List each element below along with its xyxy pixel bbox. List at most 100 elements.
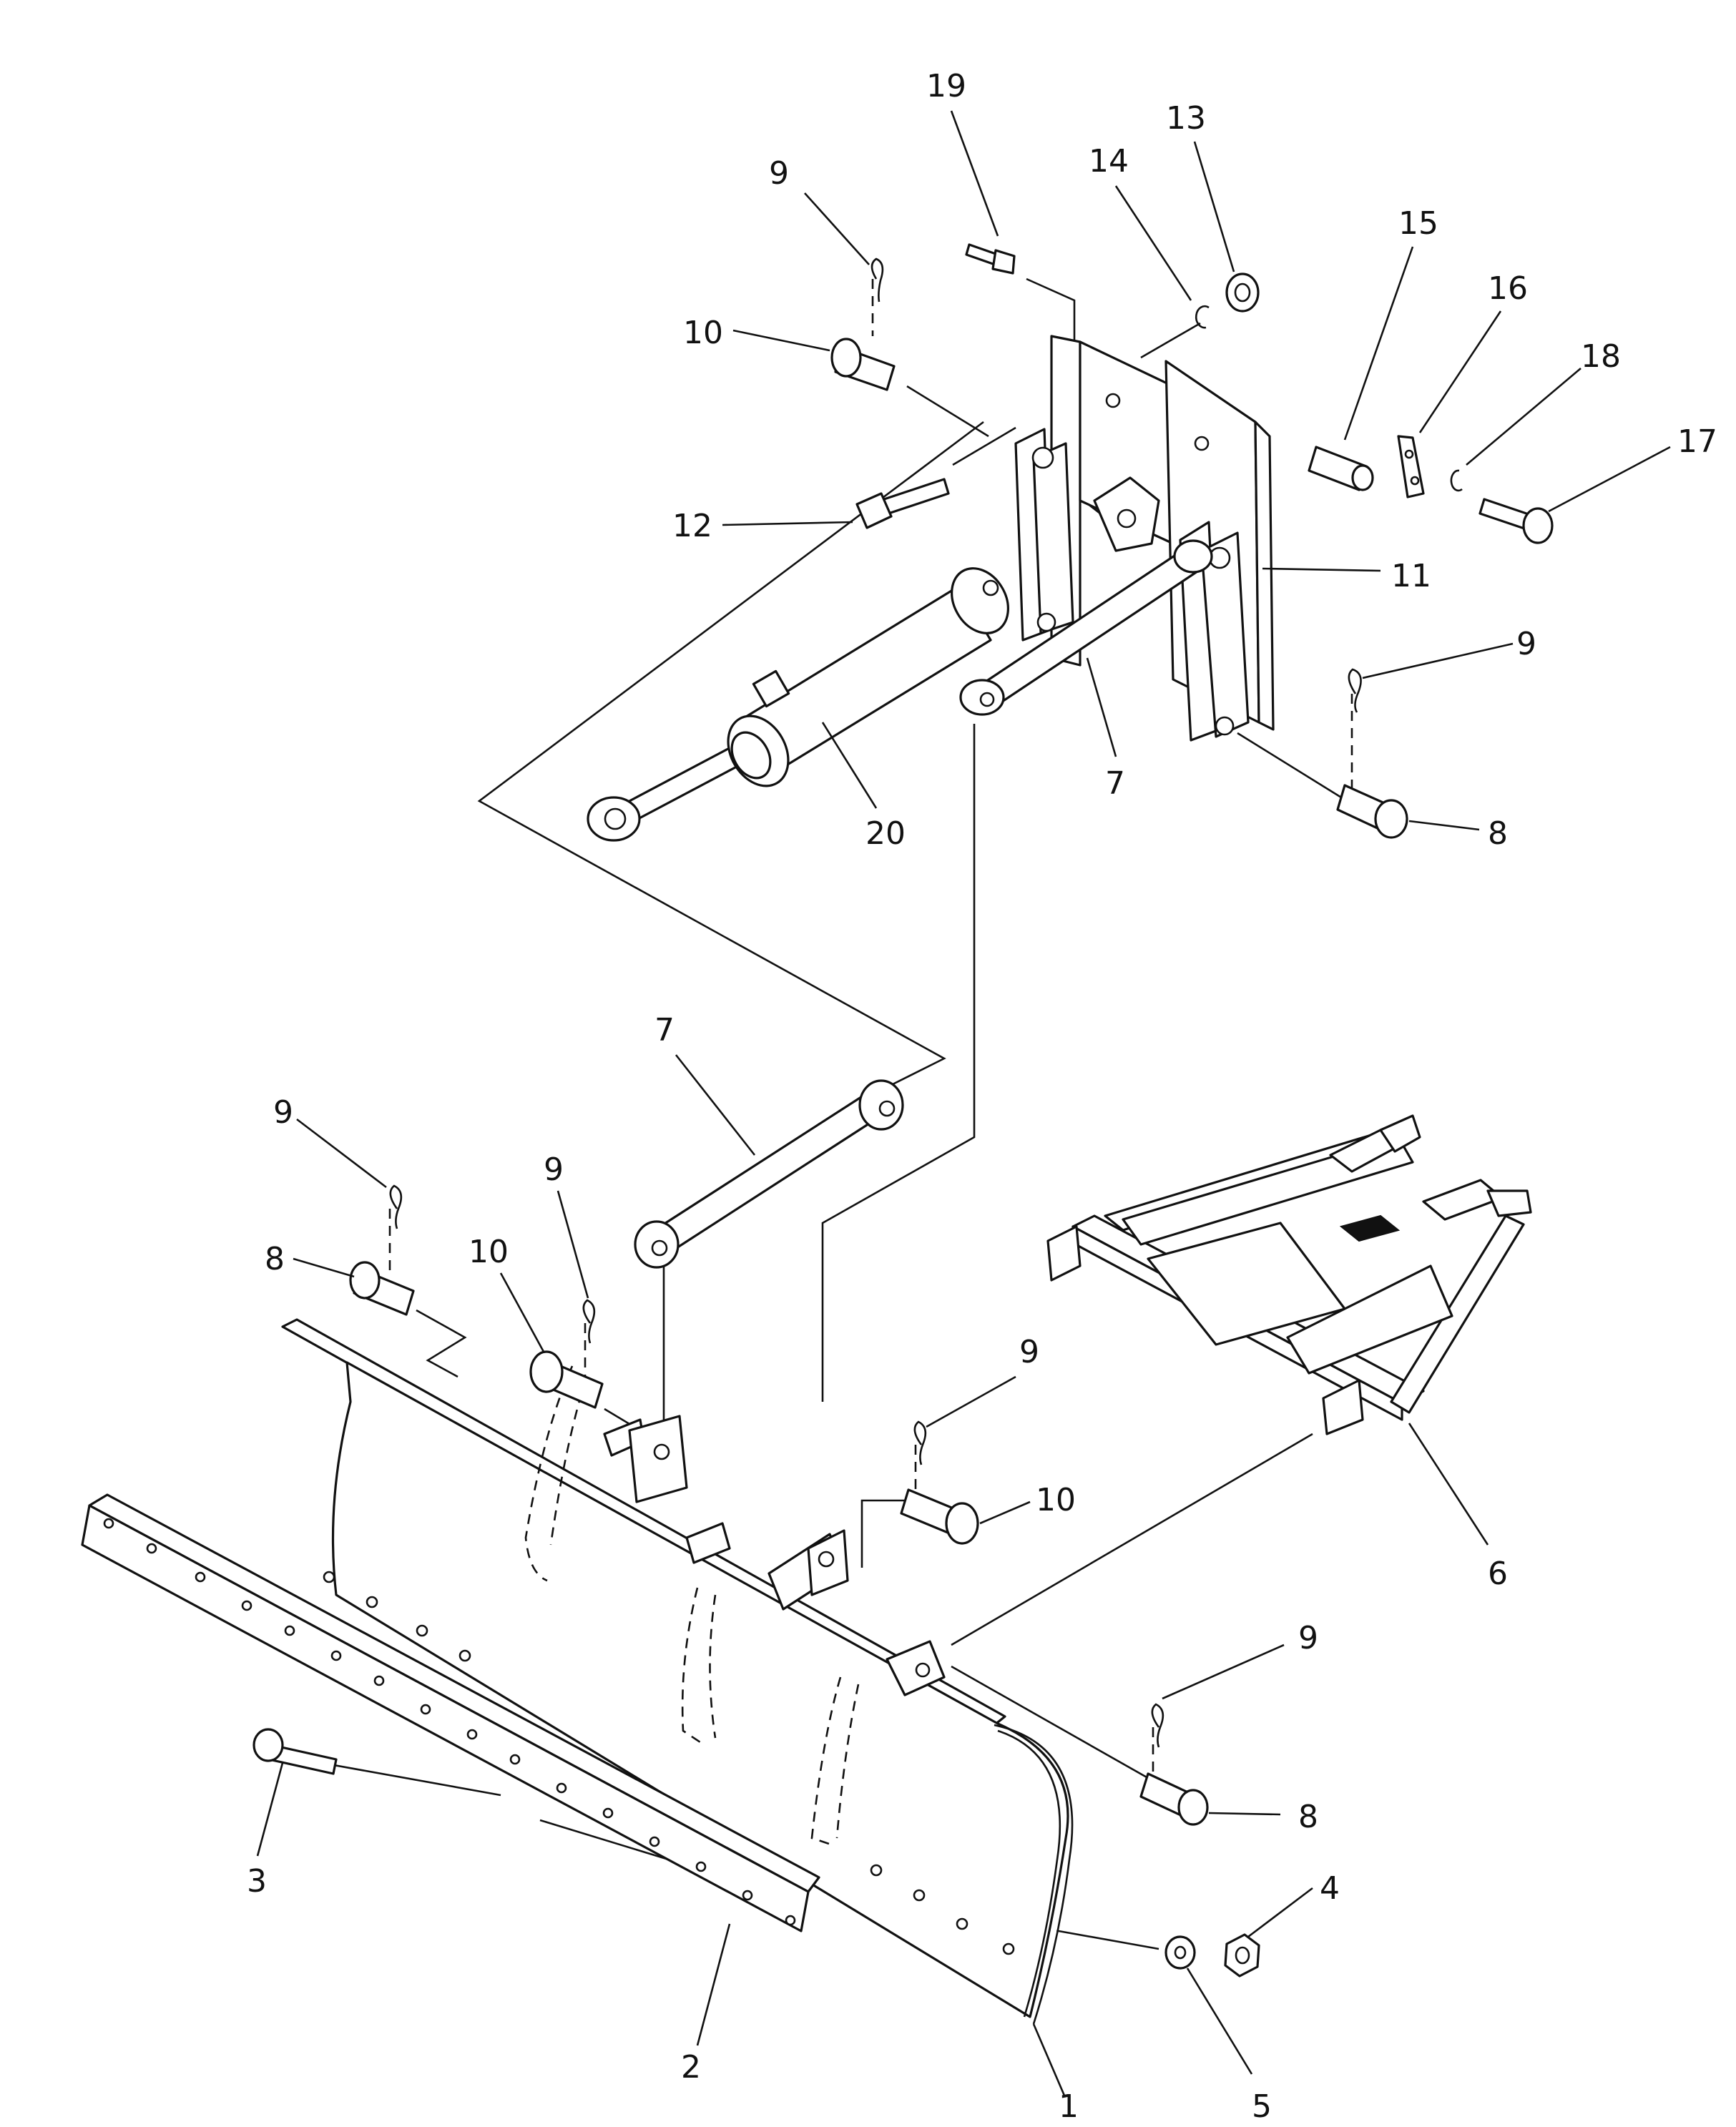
pin15-end [1351,464,1374,491]
blade-moldboard [331,1361,1069,2018]
leader-9-mid [926,1375,1016,1428]
frame-plate-dark [1339,1214,1401,1242]
lower-link-eye-bottom-hole [651,1239,668,1257]
washer18 [1450,469,1463,492]
plate-hole-a [1105,393,1121,408]
cylinder-head-hole [982,579,999,596]
pin8-left-head [349,1261,381,1300]
leader-20 [821,722,878,809]
leader-5 [1186,1968,1253,2075]
frame-end-left [1046,1225,1082,1282]
pin8-right-line [951,1665,1154,1782]
leader-9-lowright [1162,1644,1285,1700]
leader-13 [1193,141,1235,272]
assembly-lines [321,277,1353,1950]
rib-b [681,1587,705,1747]
leader-10-left [499,1272,545,1352]
leader-4 [1247,1887,1313,1938]
leader-2 [696,1923,731,2046]
callout-9-mid: 9 [1019,1334,1039,1370]
callout-9-left: 9 [273,1094,293,1131]
leader-16 [1418,310,1502,433]
leader-9-left [296,1118,387,1189]
rib-c [810,1676,842,1847]
cutting-edge-body [81,1504,810,1932]
callout-20: 20 [865,815,906,852]
cylinder-collar-inner [730,731,772,780]
leader-7-top [1086,657,1117,757]
nut4-hole [1235,1946,1250,1965]
rib-c2 [835,1684,860,1839]
left-lug-hole-bottom [1036,612,1056,632]
callout-1: 1 [1059,2088,1079,2125]
clip9-upper [871,257,884,303]
bolt12-head [855,492,893,529]
mounting-plate-assembly [1014,335,1275,742]
cutting-edge-holes [103,1518,796,1926]
leader-18 [1466,368,1581,466]
frame-socket-right [1422,1179,1504,1221]
leader-10-right [979,1500,1031,1525]
pin8-left-line [416,1309,467,1378]
front-plate-edge [1254,421,1275,731]
leader-17 [1548,446,1671,513]
leader-3 [256,1762,284,1857]
bracket-mid-hole [818,1551,835,1568]
lower-link-eye-top-hole [878,1100,896,1117]
pin10-right-line [860,1499,908,1568]
hydraulic-cylinder [587,567,1009,842]
callout-9-top: 9 [769,155,789,192]
callout-10-left: 10 [469,1234,509,1270]
callout-14: 14 [1089,143,1129,180]
clip9-right [1348,668,1362,713]
plate16-hole-b [1410,476,1420,486]
callout-8-lowright: 8 [1298,1799,1318,1835]
blade [281,1318,1074,2025]
callout-10-right: 10 [1036,1482,1076,1518]
bracket-left-hole [653,1443,670,1460]
leader-9-top [804,192,870,265]
bracket-right-hole [915,1662,931,1678]
frame-hook-right [1486,1189,1532,1217]
leader-1 [1032,2023,1066,2096]
blade-end-inner [997,1729,1061,2018]
callout-11: 11 [1391,558,1431,594]
leader-19 [950,110,999,237]
callout-9-lowright: 9 [1298,1620,1318,1656]
blade-end-curve [994,1724,1074,2025]
upper-link-eye-hole [979,692,995,707]
bolt17-head [1522,507,1554,544]
frame-arm-right [1390,1214,1525,1414]
callout-8-left: 8 [265,1241,285,1277]
callout-19: 19 [926,68,966,104]
callout-18: 18 [1581,338,1621,375]
rib-b2 [709,1594,717,1739]
clip9-lowright [1151,1703,1164,1748]
push-frame [1046,1114,1532,1435]
leader-8-left [293,1257,355,1278]
pin10-upper-head [830,338,862,378]
rib-a [524,1365,574,1582]
link-to-blade-line [821,724,976,1402]
callout-9-leftmid: 9 [544,1151,564,1188]
pin8-lowright-head [1177,1789,1209,1826]
clip9-left [389,1184,403,1229]
leader-8-top [1408,820,1480,831]
pin12-line [952,426,1016,466]
callout-8-top: 8 [1488,815,1508,852]
callout-10-top: 10 [683,315,723,351]
frame-to-blade-line [951,1433,1313,1646]
bolt3-head [252,1728,284,1762]
callout-numbers: 19 13 14 9 15 16 18 17 10 12 11 9 7 20 8… [247,68,1717,2125]
plate-hole-b [1194,436,1210,451]
callout-15: 15 [1398,205,1438,242]
leader-11 [1262,567,1381,572]
plate16-hole-a [1404,449,1414,459]
cylinder-port [752,669,790,708]
nut-line [1058,1930,1159,1950]
cylinder-to-blade-line [477,421,984,1089]
upper-link-rod [959,539,1213,716]
cylinder-rod-eye-hole [604,807,627,830]
lower-link-body [653,1093,883,1254]
